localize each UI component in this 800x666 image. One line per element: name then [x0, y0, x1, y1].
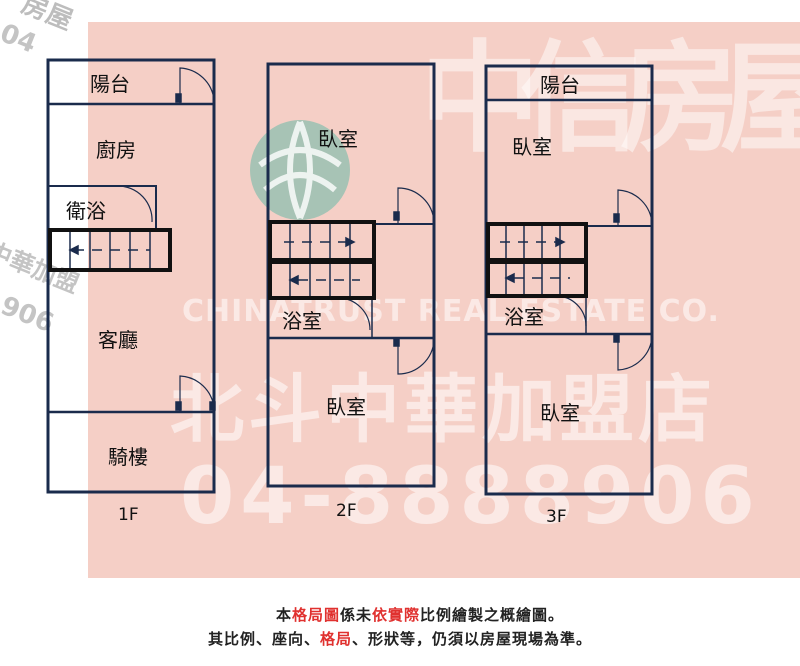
door-2f-bath [337, 297, 371, 331]
room-label: 臥室 [318, 127, 358, 151]
floor-label-1f: 1F [118, 505, 139, 525]
door-1f-balcony [179, 67, 215, 104]
floor-1f-outline [46, 58, 216, 494]
door-2f-bedroom2 [397, 338, 435, 375]
room-label: 浴室 [504, 305, 544, 329]
watermark-phone: 04-8888906 [180, 452, 761, 542]
stairs-2f-up [268, 220, 376, 262]
disclaimer-line-1: 本格局圖係未依實際比例繪製之概繪圖。 [275, 606, 565, 624]
watermark-logo-icon [250, 120, 350, 220]
room-label: 客廳 [98, 328, 138, 352]
room-label: 騎樓 [108, 445, 148, 469]
floor-label-3f: 3F [546, 507, 567, 527]
watermark-branch: 北斗中華加盟店 [170, 367, 716, 453]
door-1f-bath [117, 185, 153, 223]
room-label: 陽台 [540, 73, 580, 97]
door-3f-bedroom1 [617, 189, 653, 226]
door-1f-living [179, 375, 215, 412]
door-2f-bedroom1 [397, 187, 435, 224]
watermark-background [88, 22, 800, 578]
room-label: 陽台 [90, 72, 130, 96]
door-3f-bedroom2 [617, 334, 653, 371]
room-label: 臥室 [326, 395, 366, 419]
stairs-3f-down [486, 260, 588, 298]
stairs-1f [48, 228, 172, 272]
stairs-2f-down [268, 260, 376, 300]
room-label: 臥室 [540, 401, 580, 425]
room-label: 廚房 [96, 138, 136, 162]
room-label: 浴室 [282, 309, 322, 333]
room-label: 衛浴 [66, 199, 106, 223]
room-label: 臥室 [512, 135, 552, 159]
door-3f-bath [555, 295, 587, 327]
floor-label-2f: 2F [336, 501, 357, 521]
disclaimer-line-2: 其比例、座向、格局、形狀等，仍須以房屋現場為準。 [207, 630, 593, 648]
